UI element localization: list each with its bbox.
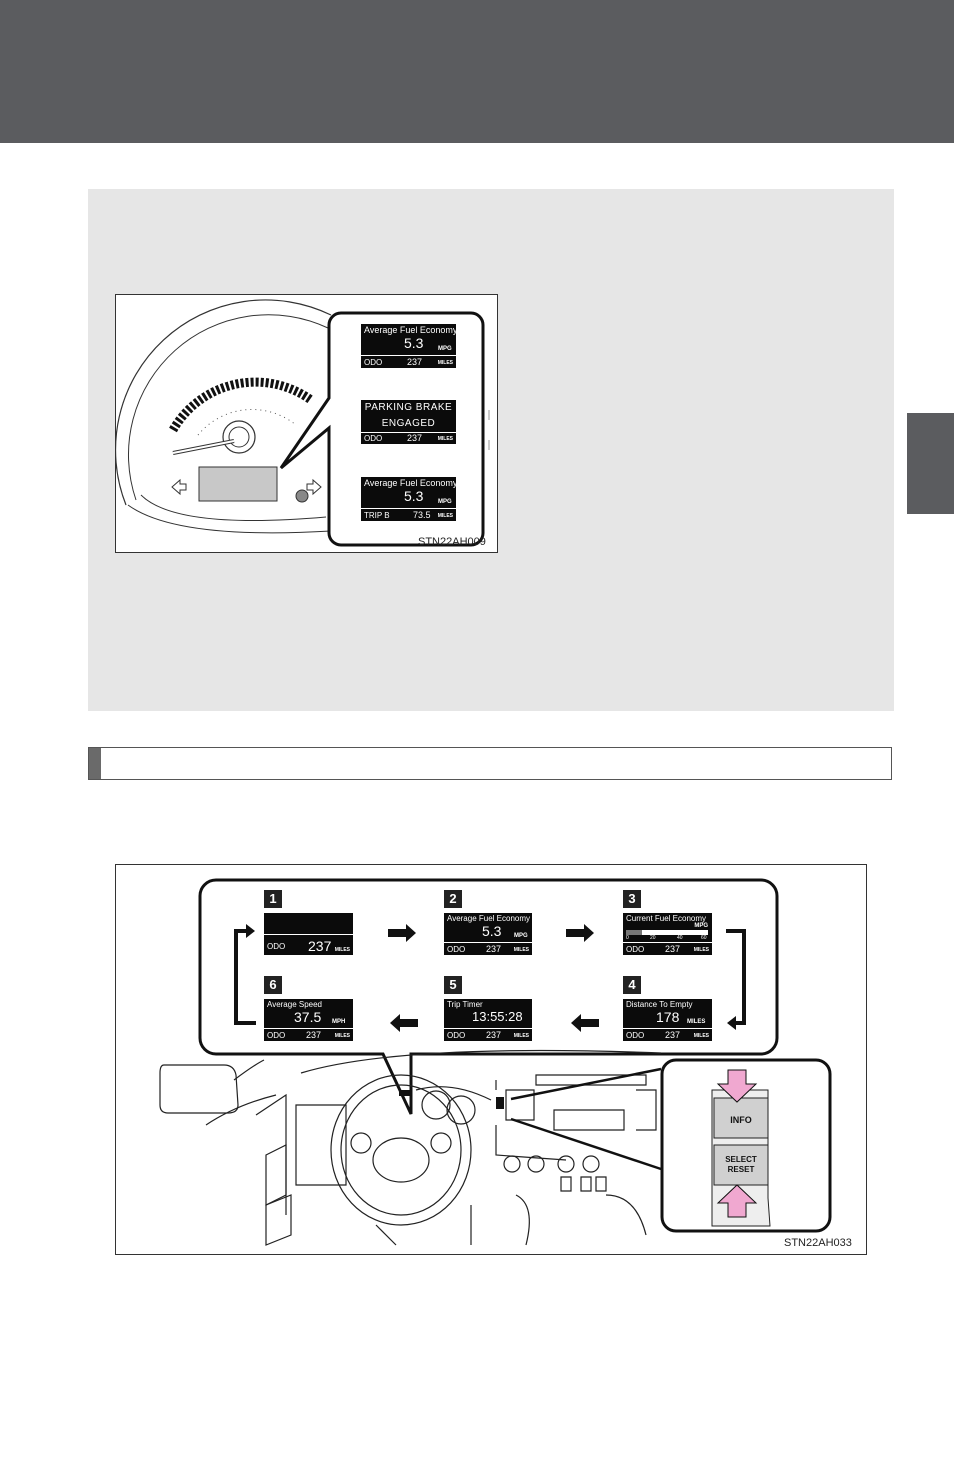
screen-bottom-label: ODO [267,942,286,951]
scale-tick-60: 60 [701,935,707,941]
screen-bottom-label: ODO [626,945,645,954]
screen-bottom-unit: MILES [437,436,453,442]
page-header-band [0,0,954,143]
screen-unit: MPG [694,923,708,929]
screen-title: Average Fuel Economy [364,325,458,335]
screen-line-1: PARKING BRAKE [364,402,453,413]
cluster-screen-trip-b: Average Fuel Economy 5.3 MPG TRIP B 73.5… [361,477,458,521]
screen-bottom-label: ODO [447,945,466,954]
cluster-screen-parking-brake: PARKING BRAKE ENGAGED ODO 237 MILES [361,400,456,444]
screen-bottom-value: 237 [407,357,423,367]
step-screen-6: Average Speed 37.5 MPH ODO 237 MILES [264,999,353,1041]
cluster-screen-fuel-economy: Average Fuel Economy 5.3 MPG ODO 237 MIL… [361,324,458,368]
screen-bottom-value: 237 [486,944,502,954]
screen-bottom-label: TRIP B [364,511,390,520]
screen-title: Distance To Empty [626,1000,693,1009]
select-button-label-1: SELECT [725,1155,757,1164]
section-marker [89,748,101,779]
screen-value: 5.3 [482,923,502,939]
screen-value: 37.5 [294,1009,322,1025]
screen-unit: MILES [687,1019,706,1025]
step-screen-4: Distance To Empty 178 MILES ODO 237 MILE… [623,999,712,1041]
step-screen-1: ODO 237 MILES [264,913,353,955]
screen-unit: MPG [514,933,528,939]
screen-title: Average Fuel Economy [364,478,458,488]
figure-code: STN22AH033 [784,1237,852,1249]
screen-bottom-value: 237 [665,1030,681,1040]
step-number-1: 1 [264,890,282,908]
step-screen-5: Trip Timer 13:55:28 ODO 237 MILES [444,999,532,1041]
select-button-label-2: RESET [727,1165,755,1174]
screen-value: 5.3 [404,335,424,351]
step-screen-3: Current Fuel Economy MPG 0 20 40 60 ODO … [623,913,712,955]
screen-title: Trip Timer [447,1000,483,1009]
screen-bottom-value: 237 [407,433,423,443]
screen-value: 13:55:28 [472,1009,523,1024]
screen-bottom-label: ODO [267,1031,286,1040]
scale-tick-20: 20 [650,935,656,941]
instrument-cluster-figure: Average Fuel Economy 5.3 MPG ODO 237 MIL… [115,294,498,553]
step-number-5: 5 [444,976,462,994]
screen-unit: MPH [332,1019,346,1025]
screen-value: 5.3 [404,488,424,504]
screen-bottom-unit: MILES [693,1033,709,1039]
section-heading-bar [88,747,892,780]
screen-unit: MPG [438,499,452,505]
scale-tick-40: 40 [677,935,683,941]
screen-bottom-label: ODO [364,434,383,443]
display-sequence-figure: 1 2 3 4 5 6 ODO 237 MILES Average Fuel E… [115,864,867,1255]
step-screen-2: Average Fuel Economy 5.3 MPG ODO 237 MIL… [444,913,532,955]
screen-bottom-label: ODO [364,358,383,367]
screen-line-2: ENGAGED [381,418,436,429]
screen-bottom-unit: MILES [693,947,709,953]
screen-bottom-value: 237 [308,938,332,954]
screen-value: 178 [656,1009,680,1025]
screen-bottom-unit: MILES [513,1033,529,1039]
screen-bottom-label: ODO [626,1031,645,1040]
screen-bottom-value: 73.5 [413,510,431,520]
step-number-6: 6 [264,976,282,994]
screen-unit: MPG [438,346,452,352]
screen-bottom-unit: MILES [334,947,350,953]
screen-bottom-value: 237 [665,944,681,954]
chapter-tab [907,413,954,514]
screen-title: Average Speed [267,1000,323,1009]
screen-bottom-value: 237 [306,1030,322,1040]
screen-title: Current Fuel Economy [626,914,707,923]
step-number-3: 3 [623,890,641,908]
info-button-label: INFO [730,1115,752,1125]
step-number-2: 2 [444,890,462,908]
screen-title: Average Fuel Economy [447,914,531,923]
figure-code: STN22AH009 [418,536,486,548]
screen-bottom-unit: MILES [437,360,453,366]
step-number-4: 4 [623,976,641,994]
screen-bottom-label: ODO [447,1031,466,1040]
screen-bottom-unit: MILES [334,1033,350,1039]
screen-bottom-value: 237 [486,1030,502,1040]
screen-bottom-unit: MILES [513,947,529,953]
scale-tick-0: 0 [626,935,629,941]
screen-bottom-unit: MILES [437,513,453,519]
